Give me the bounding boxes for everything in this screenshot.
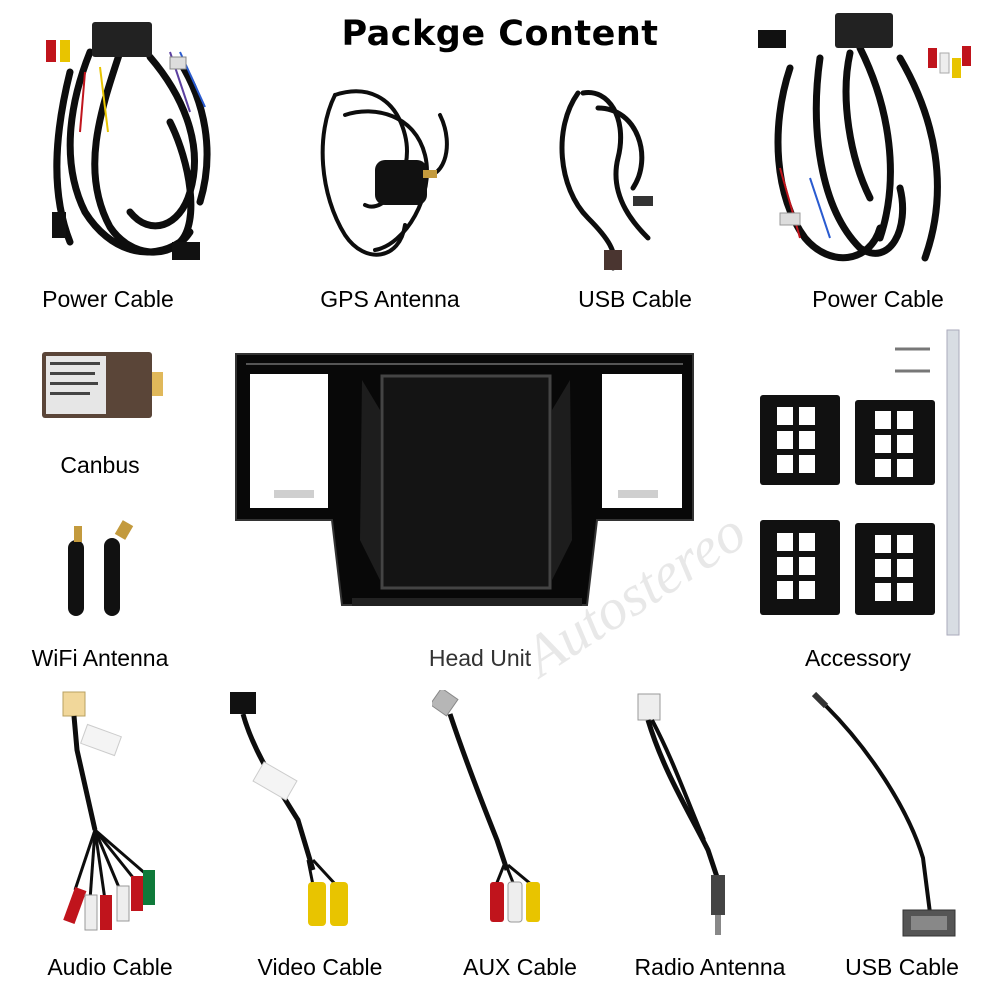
page-title: Packge Content [341, 14, 659, 54]
aux-cable-label: AUX Cable [463, 954, 577, 980]
canbus-box-image [40, 350, 165, 420]
usb-cable-label: USB Cable [578, 286, 692, 312]
head-unit-image [232, 350, 697, 615]
gps-antenna-label: GPS Antenna [320, 286, 460, 312]
usb-cable-label: USB Cable [845, 954, 959, 980]
power-cable-image [750, 8, 980, 273]
usb-cable-image [548, 78, 678, 278]
radio-antenna-image [628, 690, 748, 940]
audio-cable-label: Audio Cable [47, 954, 173, 980]
audio-cable-image [55, 690, 165, 940]
wifi-antenna-label: WiFi Antenna [31, 645, 169, 671]
head-unit-label: Head Unit [428, 645, 532, 671]
usb-cable-image [808, 688, 963, 943]
radio-antenna-label: Radio Antenna [634, 954, 786, 980]
accessory-label: Accessory [804, 645, 912, 671]
video-cable-label: Video Cable [257, 954, 383, 980]
aux-cable-image [432, 690, 552, 940]
video-cable-image [228, 690, 358, 940]
power-cable-label: Power Cable [812, 286, 944, 312]
gps-antenna-image [305, 75, 465, 275]
power-cable-image [30, 12, 220, 272]
accessory-image [755, 325, 970, 640]
wifi-antenna-image [60, 520, 140, 620]
power-cable-label: Power Cable [42, 286, 174, 312]
canbus-label: Canbus [60, 452, 140, 478]
